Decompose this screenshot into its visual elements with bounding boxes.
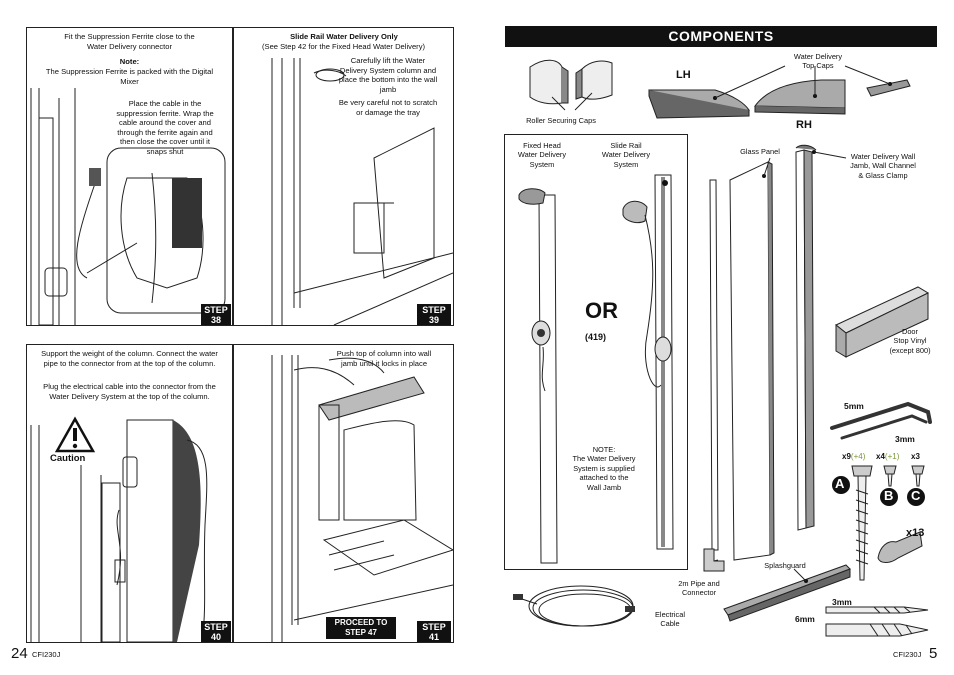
drill-3mm-label: 3mm — [832, 597, 852, 607]
proceed-to-step-47-badge: PROCEED TO STEP 47 — [326, 617, 396, 639]
drill-bits-illustration — [825, 606, 929, 637]
fixed-head-label: Fixed Head Water Delivery System — [517, 141, 567, 169]
top-caps-illustration — [648, 65, 911, 119]
caution-icon — [54, 416, 96, 453]
screw-a-qty-value: x9 — [842, 452, 851, 461]
slide-rail-label: Slide Rail Water Delivery System — [601, 141, 651, 169]
roller-securing-caps-illustration — [529, 59, 613, 111]
left-page-number: 24 — [11, 645, 28, 662]
electrical-cable-illustration — [513, 585, 635, 627]
step-39-title: Slide Rail Water Delivery Only — [290, 32, 398, 41]
screw-b-qty: x4(+1) — [876, 452, 899, 461]
step-41-badge: STEP 41 — [417, 621, 451, 642]
step-38-text2: Place the cable in the suppression ferri… — [116, 99, 214, 156]
step-40-illustration — [30, 419, 208, 642]
door-stop-vinyl-label: Door Stop Vinyl (except 800) — [889, 327, 931, 355]
step-38-badge: STEP 38 — [201, 304, 231, 325]
letter-c-text: C — [911, 488, 921, 503]
caution-label: Caution — [50, 453, 86, 464]
letter-a-badge — [832, 476, 850, 494]
glass-panel-label: Glass Panel — [740, 147, 780, 156]
step-38-note-text: The Suppression Ferrite is packed with t… — [45, 67, 214, 86]
step-41-panel: Push top of column into wall jamb until … — [233, 344, 454, 643]
left-page-code: CFI230J — [32, 650, 61, 659]
pipe-label: 2m Pipe and Connector — [678, 579, 720, 598]
wall-jamb-label: Water Delivery Wall Jamb, Wall Channel &… — [850, 152, 916, 180]
or-label: OR — [585, 298, 618, 323]
step-38-text1: Fit the Suppression Ferrite close to the… — [64, 32, 195, 51]
splashguard-label: Splashguard — [764, 561, 806, 570]
step-40-badge: STEP 40 — [201, 621, 231, 642]
components-heading: COMPONENTS — [505, 26, 937, 47]
roller-securing-caps-label: Roller Securing Caps — [526, 116, 596, 125]
electrical-cable-label: Electrical Cable — [655, 610, 685, 629]
allen-keys-illustration — [830, 401, 932, 440]
rh-label: RH — [796, 119, 812, 131]
step-40-text1: Support the weight of the column. Connec… — [41, 349, 218, 368]
drill-6mm-label: 6mm — [795, 614, 815, 624]
screw-b-qty-value: x4 — [876, 452, 885, 461]
water-delivery-systems-illustration — [518, 174, 674, 564]
top-caps-label: Water Delivery Top Caps — [793, 52, 843, 71]
glass-panel-illustration — [704, 144, 847, 563]
letter-a-text: A — [835, 476, 845, 491]
step-40-text2: Plug the electrical cable into the conne… — [43, 382, 216, 401]
step-39-subtitle: (See Step 42 for the Fixed Head Water De… — [261, 42, 426, 51]
step-39-badge: STEP 39 — [417, 304, 451, 325]
wall-plug-qty: x13 — [906, 527, 925, 539]
screw-c-qty: x3 — [911, 452, 920, 461]
step-39-text1: Carefully lift the Water Delivery System… — [338, 56, 438, 94]
step-41-illustration — [271, 355, 453, 642]
screws-illustration — [851, 465, 925, 581]
pipe-connector-illustration — [703, 548, 725, 572]
screw-a-qty-extra: (+4) — [850, 452, 866, 461]
or-code: (419) — [585, 332, 607, 342]
allen-key-5mm-label: 5mm — [844, 401, 864, 411]
lh-label: LH — [676, 69, 691, 81]
water-delivery-systems-box: Fixed Head Water Delivery System Slide R… — [504, 134, 688, 570]
letter-c-badge — [907, 488, 925, 506]
step-41-text1: Push top of column into wall jamb until … — [336, 349, 432, 368]
step-39-text2: Be very careful not to scratch or damage… — [338, 98, 438, 117]
step-39-panel: Slide Rail Water Delivery Only (See Step… — [233, 27, 454, 326]
step-40-panel: Support the weight of the column. Connec… — [26, 344, 233, 643]
screw-a-qty: x9(+4) — [842, 452, 865, 461]
step-39-illustration — [271, 58, 453, 325]
right-page-code: CFI230J — [893, 650, 922, 659]
letter-b-badge — [880, 488, 898, 506]
screw-b-qty-extra: (+1) — [884, 452, 900, 461]
door-stop-vinyl-illustration — [835, 286, 930, 358]
step-38-panel: Fit the Suppression Ferrite close to the… — [26, 27, 233, 326]
splashguard-illustration — [723, 564, 851, 622]
letter-b-text: B — [884, 488, 894, 503]
right-page-number: 5 — [929, 645, 938, 662]
supply-note: NOTE: The Water Delivery System is suppl… — [572, 445, 636, 492]
step-38-note-title: Note: — [119, 57, 140, 66]
step-38-illustration — [30, 88, 226, 325]
allen-key-3mm-label: 3mm — [895, 434, 915, 444]
